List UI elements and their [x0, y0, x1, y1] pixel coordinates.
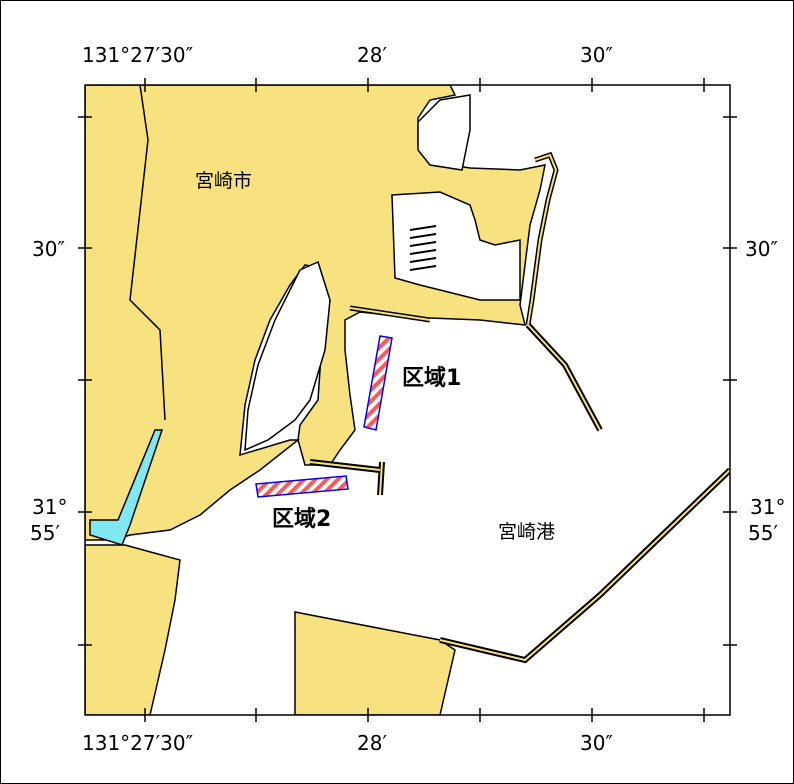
zone-1-label: 区域1: [402, 365, 461, 391]
left-lat-min: 55′: [30, 521, 60, 545]
port-name: 宮崎港: [498, 521, 555, 543]
dock-basin: [391, 191, 521, 301]
land-south-block: [294, 611, 456, 715]
left-lat-deg: 31°: [32, 495, 67, 519]
land-southwest: [85, 544, 181, 715]
zone-2-label: 区域2: [272, 506, 331, 532]
north-basin: [417, 94, 471, 171]
top-lon-label-1: 131°27′30″: [82, 43, 193, 67]
west-coast-line: [129, 85, 166, 421]
canal: [89, 429, 164, 546]
zone-2-area: [255, 475, 349, 498]
map-area: [85, 85, 730, 715]
top-lon-label-2: 28′: [357, 43, 387, 67]
map-frame: [84, 84, 731, 716]
city-name: 宮崎市: [195, 170, 252, 192]
left-lat-30: 30″: [32, 237, 65, 261]
lagoon: [244, 260, 331, 452]
right-lat-deg: 31°: [750, 495, 785, 519]
slipway-marks: [409, 225, 437, 271]
zone-1-area: [363, 335, 393, 431]
bottom-lon-label-3: 30″: [580, 731, 613, 755]
right-lat-min: 55′: [748, 521, 778, 545]
bottom-lon-label-2: 28′: [357, 731, 387, 755]
top-lon-label-3: 30″: [580, 43, 613, 67]
right-lat-30: 30″: [745, 237, 778, 261]
bottom-lon-label-1: 131°27′30″: [82, 731, 193, 755]
tick-marks: [78, 78, 737, 722]
